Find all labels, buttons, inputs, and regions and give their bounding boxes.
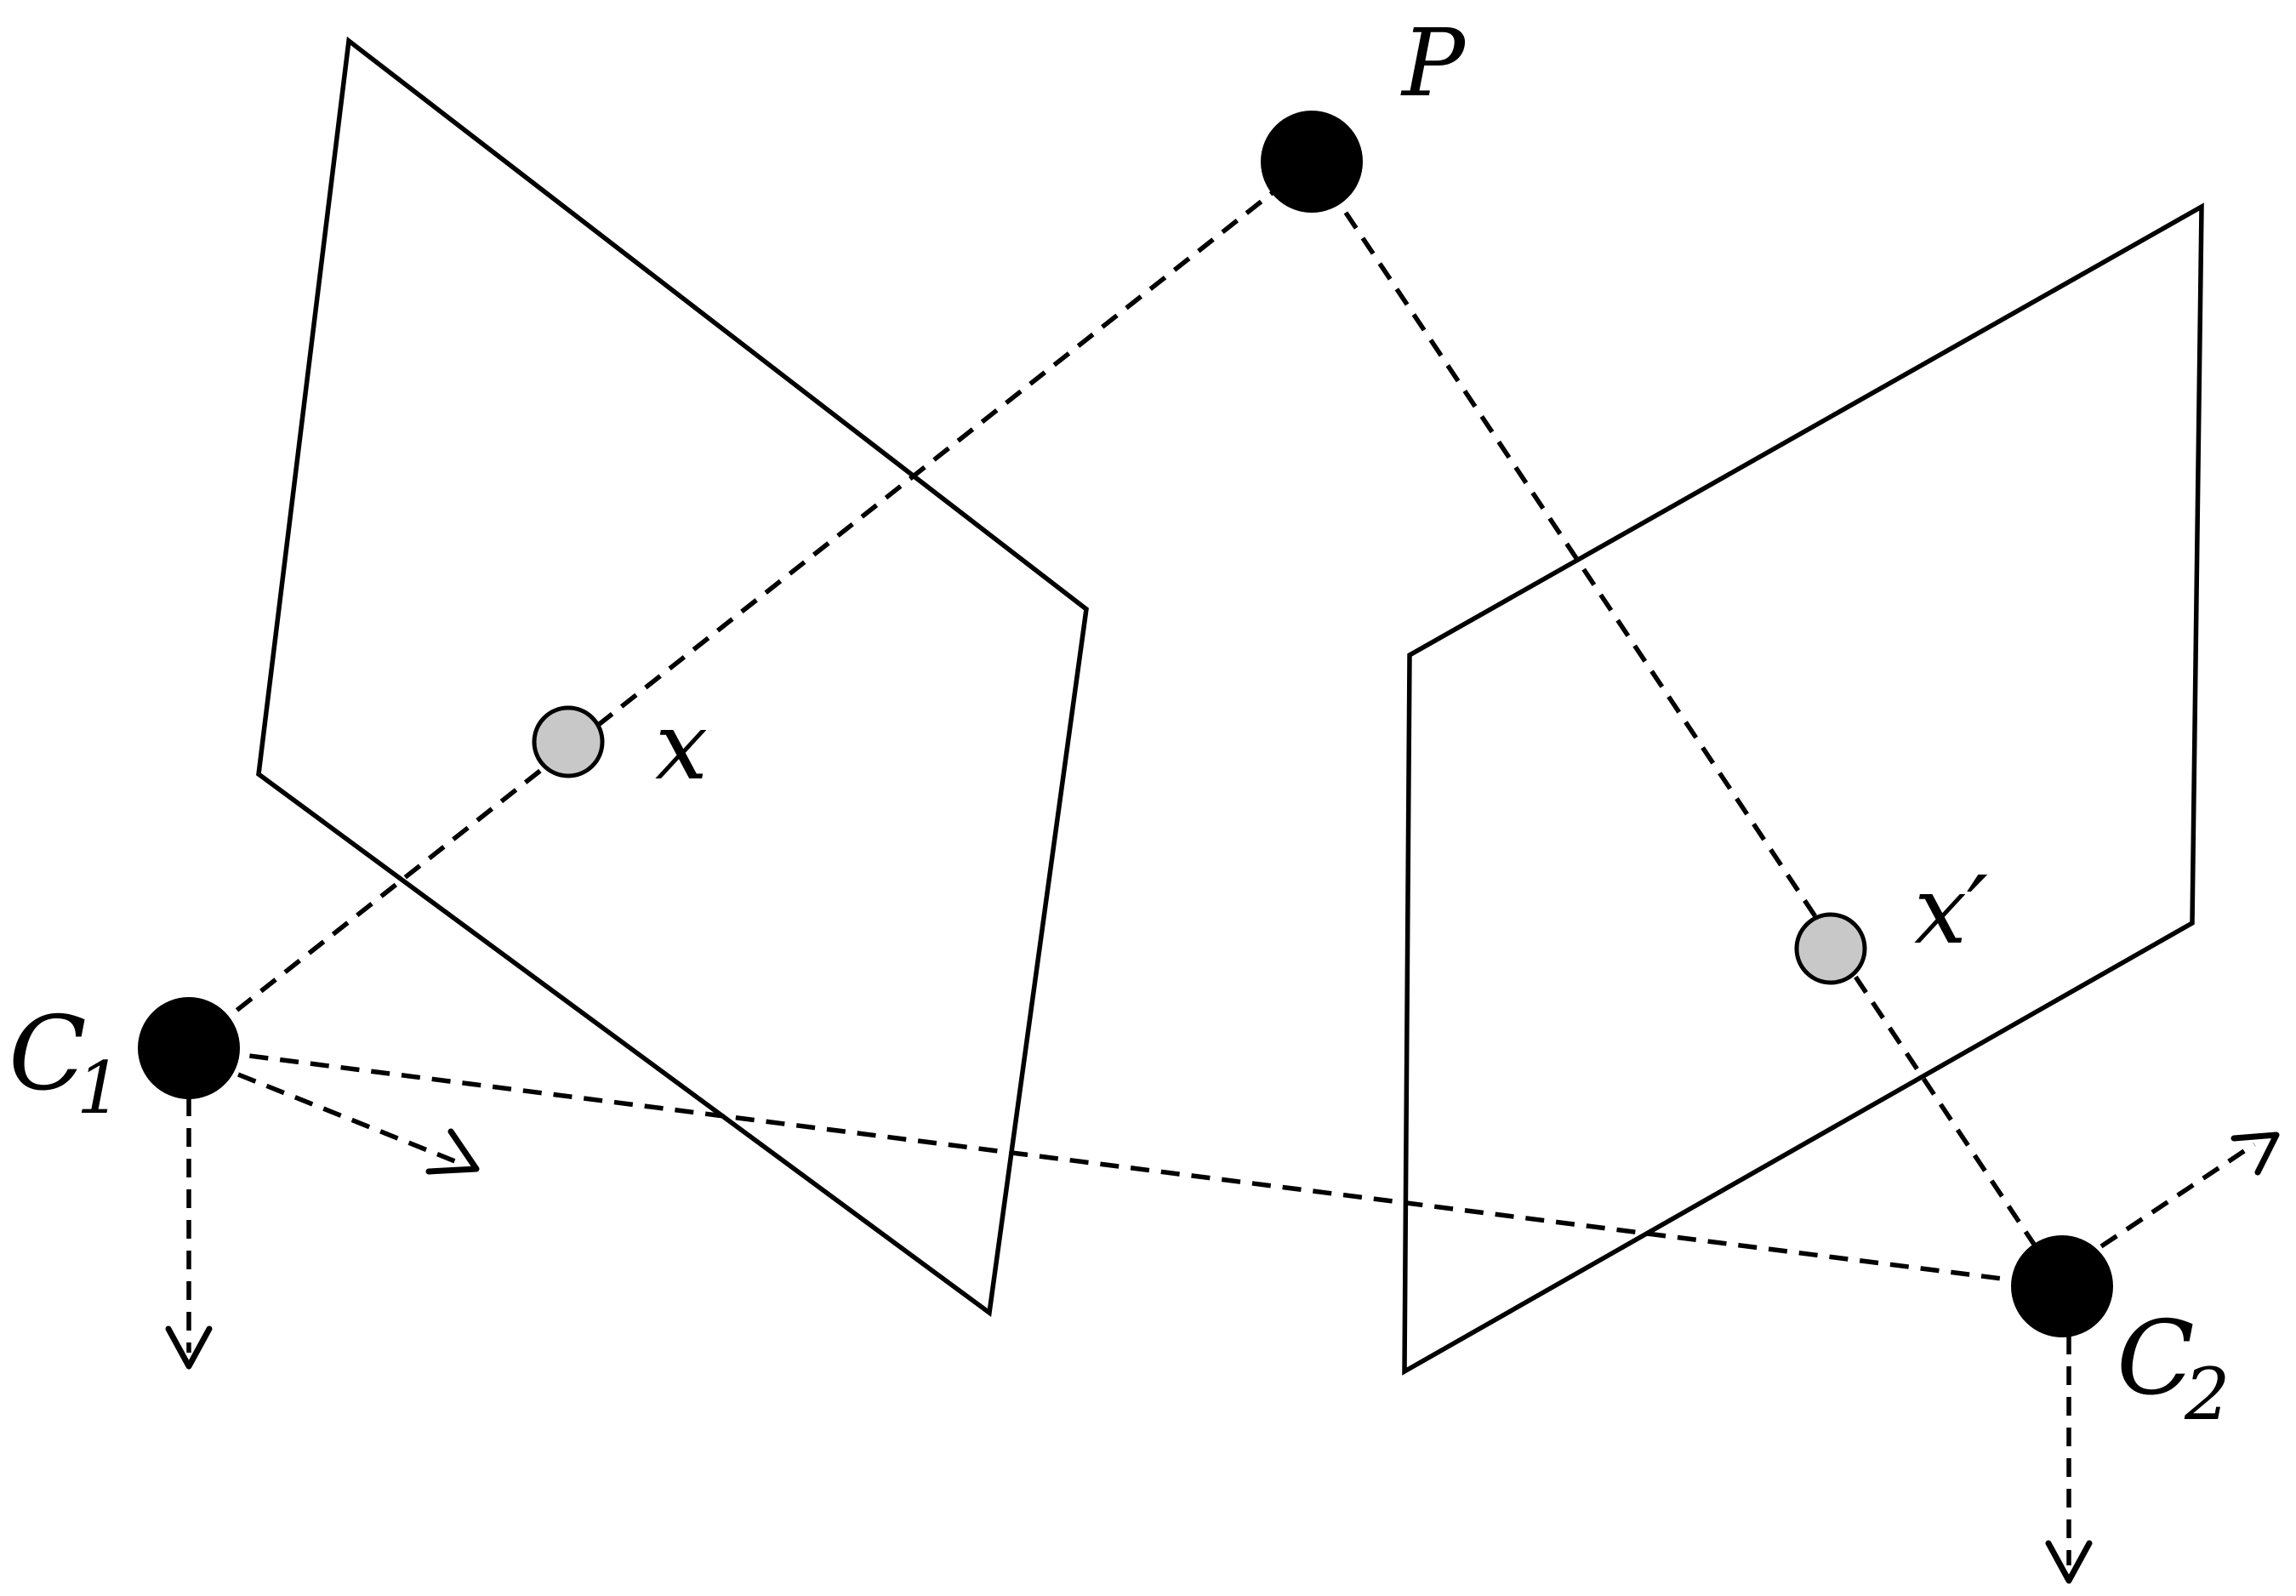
- label-x-prime: x′: [1914, 856, 1988, 965]
- camera-center-c1: [138, 997, 240, 1099]
- world-point-p: [1261, 111, 1363, 213]
- c2-forward-axis: [2099, 1142, 2256, 1249]
- left-image-plane: [256, 36, 1089, 1317]
- c1-down-arrowhead: [165, 1325, 213, 1370]
- label-c2-subscript: 2: [2184, 1353, 2230, 1436]
- baseline-c1-to-c2: [188, 1046, 2063, 1289]
- c2-forward-arrowhead: [2230, 1131, 2280, 1176]
- label-c2: C: [2117, 1300, 2195, 1418]
- c1-forward-axis: [236, 1072, 461, 1166]
- image-point-x-prime: [1794, 912, 1867, 985]
- c2-down-arrowhead: [2045, 1540, 2093, 1584]
- right-image-plane: [1402, 202, 2204, 1376]
- label-p: P: [1400, 9, 1467, 117]
- label-x: x: [655, 692, 708, 801]
- ray-c1-to-p: [187, 159, 1313, 1051]
- image-point-x: [532, 705, 605, 778]
- c1-forward-arrowhead: [425, 1128, 480, 1175]
- label-c1-subscript: 1: [77, 1046, 122, 1130]
- camera-center-c2: [2011, 1235, 2113, 1337]
- label-c1: C: [9, 995, 87, 1114]
- ray-p-to-c2: [1309, 160, 2065, 1288]
